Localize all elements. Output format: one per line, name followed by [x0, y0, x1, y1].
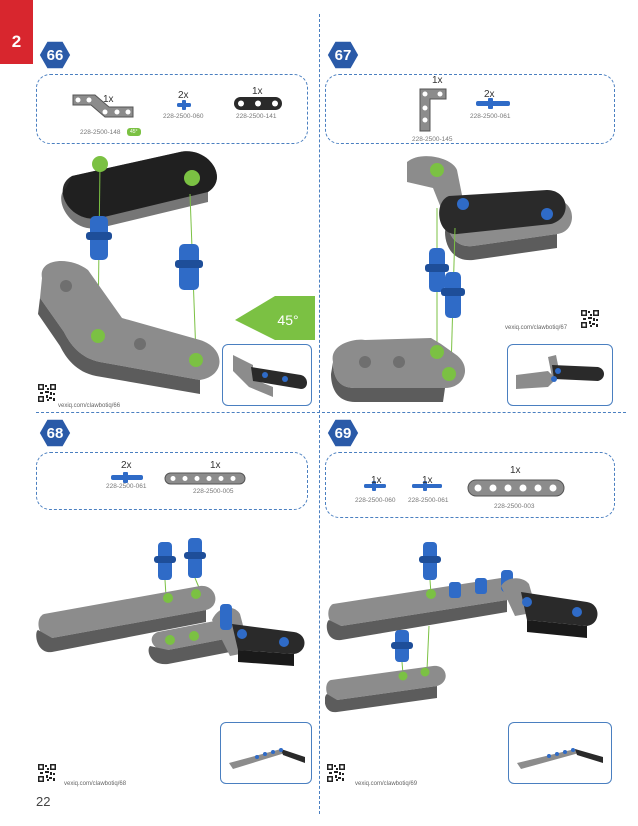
parts-box-67: [325, 74, 615, 144]
parts-box-69: [325, 452, 615, 518]
angle-badge: 45°: [127, 128, 141, 136]
black-beam: [439, 190, 566, 235]
part-qty: 1x: [432, 75, 443, 86]
parts-illustrations: [111, 472, 246, 485]
angle-callout-arrow: [235, 296, 315, 340]
part-number: 228-2500-061: [106, 483, 147, 490]
part-qty: 1x: [371, 475, 382, 486]
parts-box-68: [36, 452, 308, 510]
part-qty: 1x: [510, 465, 521, 476]
step-badge-66: 66: [38, 40, 72, 70]
preview-inset-69: [508, 722, 612, 784]
parts-illustrations: [364, 479, 565, 497]
part-number: 228-2500-060: [355, 497, 396, 504]
part-number: 228-2500-061: [470, 113, 511, 120]
assembly-illustration-69: [325, 542, 598, 713]
assembly-illustration-67: [331, 156, 572, 402]
gray-bent-beam: [40, 260, 220, 380]
step-url[interactable]: vexiq.com/clawbotiq/68: [64, 781, 127, 787]
part-number: 228-2500-060: [163, 113, 204, 120]
column-divider: [319, 14, 320, 814]
part-qty: 1x: [422, 475, 433, 486]
black-beam: [232, 624, 305, 654]
part-number: 228-2500-148: [80, 129, 121, 136]
angle-callout-text: 45°: [277, 312, 298, 328]
part-qty: 1x: [210, 460, 221, 471]
step-url[interactable]: vexiq.com/clawbotiq/69: [355, 781, 418, 787]
page-number: 22: [36, 794, 51, 809]
preview-inset-67: [507, 344, 613, 406]
step-badge-67: 67: [326, 40, 360, 70]
part-number: 228-2500-003: [494, 503, 535, 510]
parts-illustrations: [72, 94, 282, 118]
part-qty: 1x: [252, 86, 263, 97]
step-url[interactable]: vexiq.com/clawbotiq/67: [505, 325, 568, 331]
parts-box-66: [36, 74, 308, 144]
black-beam: [521, 592, 598, 626]
assembly-illustration-66: 45°: [38, 151, 315, 394]
step-number: 68: [46, 425, 64, 442]
chapter-number: 2: [11, 32, 22, 51]
preview-inset-66: [222, 344, 312, 406]
row-divider: [36, 412, 626, 413]
part-number: 228-2500-145: [412, 136, 453, 143]
gray-long-beam: [328, 577, 515, 627]
parts-illustrations: [419, 88, 510, 132]
part-qty: 2x: [484, 89, 495, 100]
part-qty: 1x: [103, 94, 114, 105]
part-number: 228-2500-061: [408, 497, 449, 504]
qr-code-69[interactable]: [327, 764, 345, 782]
gray-beam-part: [164, 472, 246, 485]
step-badge-69: 69: [326, 418, 360, 448]
chapter-tab: 2: [0, 0, 33, 64]
step-number: 69: [334, 425, 352, 442]
step-badge-68: 68: [38, 418, 72, 448]
gray-beam-part: [467, 479, 565, 497]
step-number: 66: [46, 47, 64, 64]
assembly-illustration-68: [36, 538, 305, 666]
qr-code-68[interactable]: [38, 764, 56, 782]
qr-code-67[interactable]: [581, 310, 599, 328]
step-url[interactable]: vexiq.com/clawbotiq/66: [58, 403, 121, 409]
part-number: 228-2500-141: [236, 113, 277, 120]
part-number: 228-2500-005: [193, 488, 234, 495]
part-qty: 2x: [121, 460, 132, 471]
step-number: 67: [334, 47, 352, 64]
preview-inset-68: [220, 722, 312, 784]
gray-short-beam: [326, 665, 446, 701]
qr-code-66[interactable]: [38, 384, 56, 402]
part-qty: 2x: [178, 90, 189, 101]
